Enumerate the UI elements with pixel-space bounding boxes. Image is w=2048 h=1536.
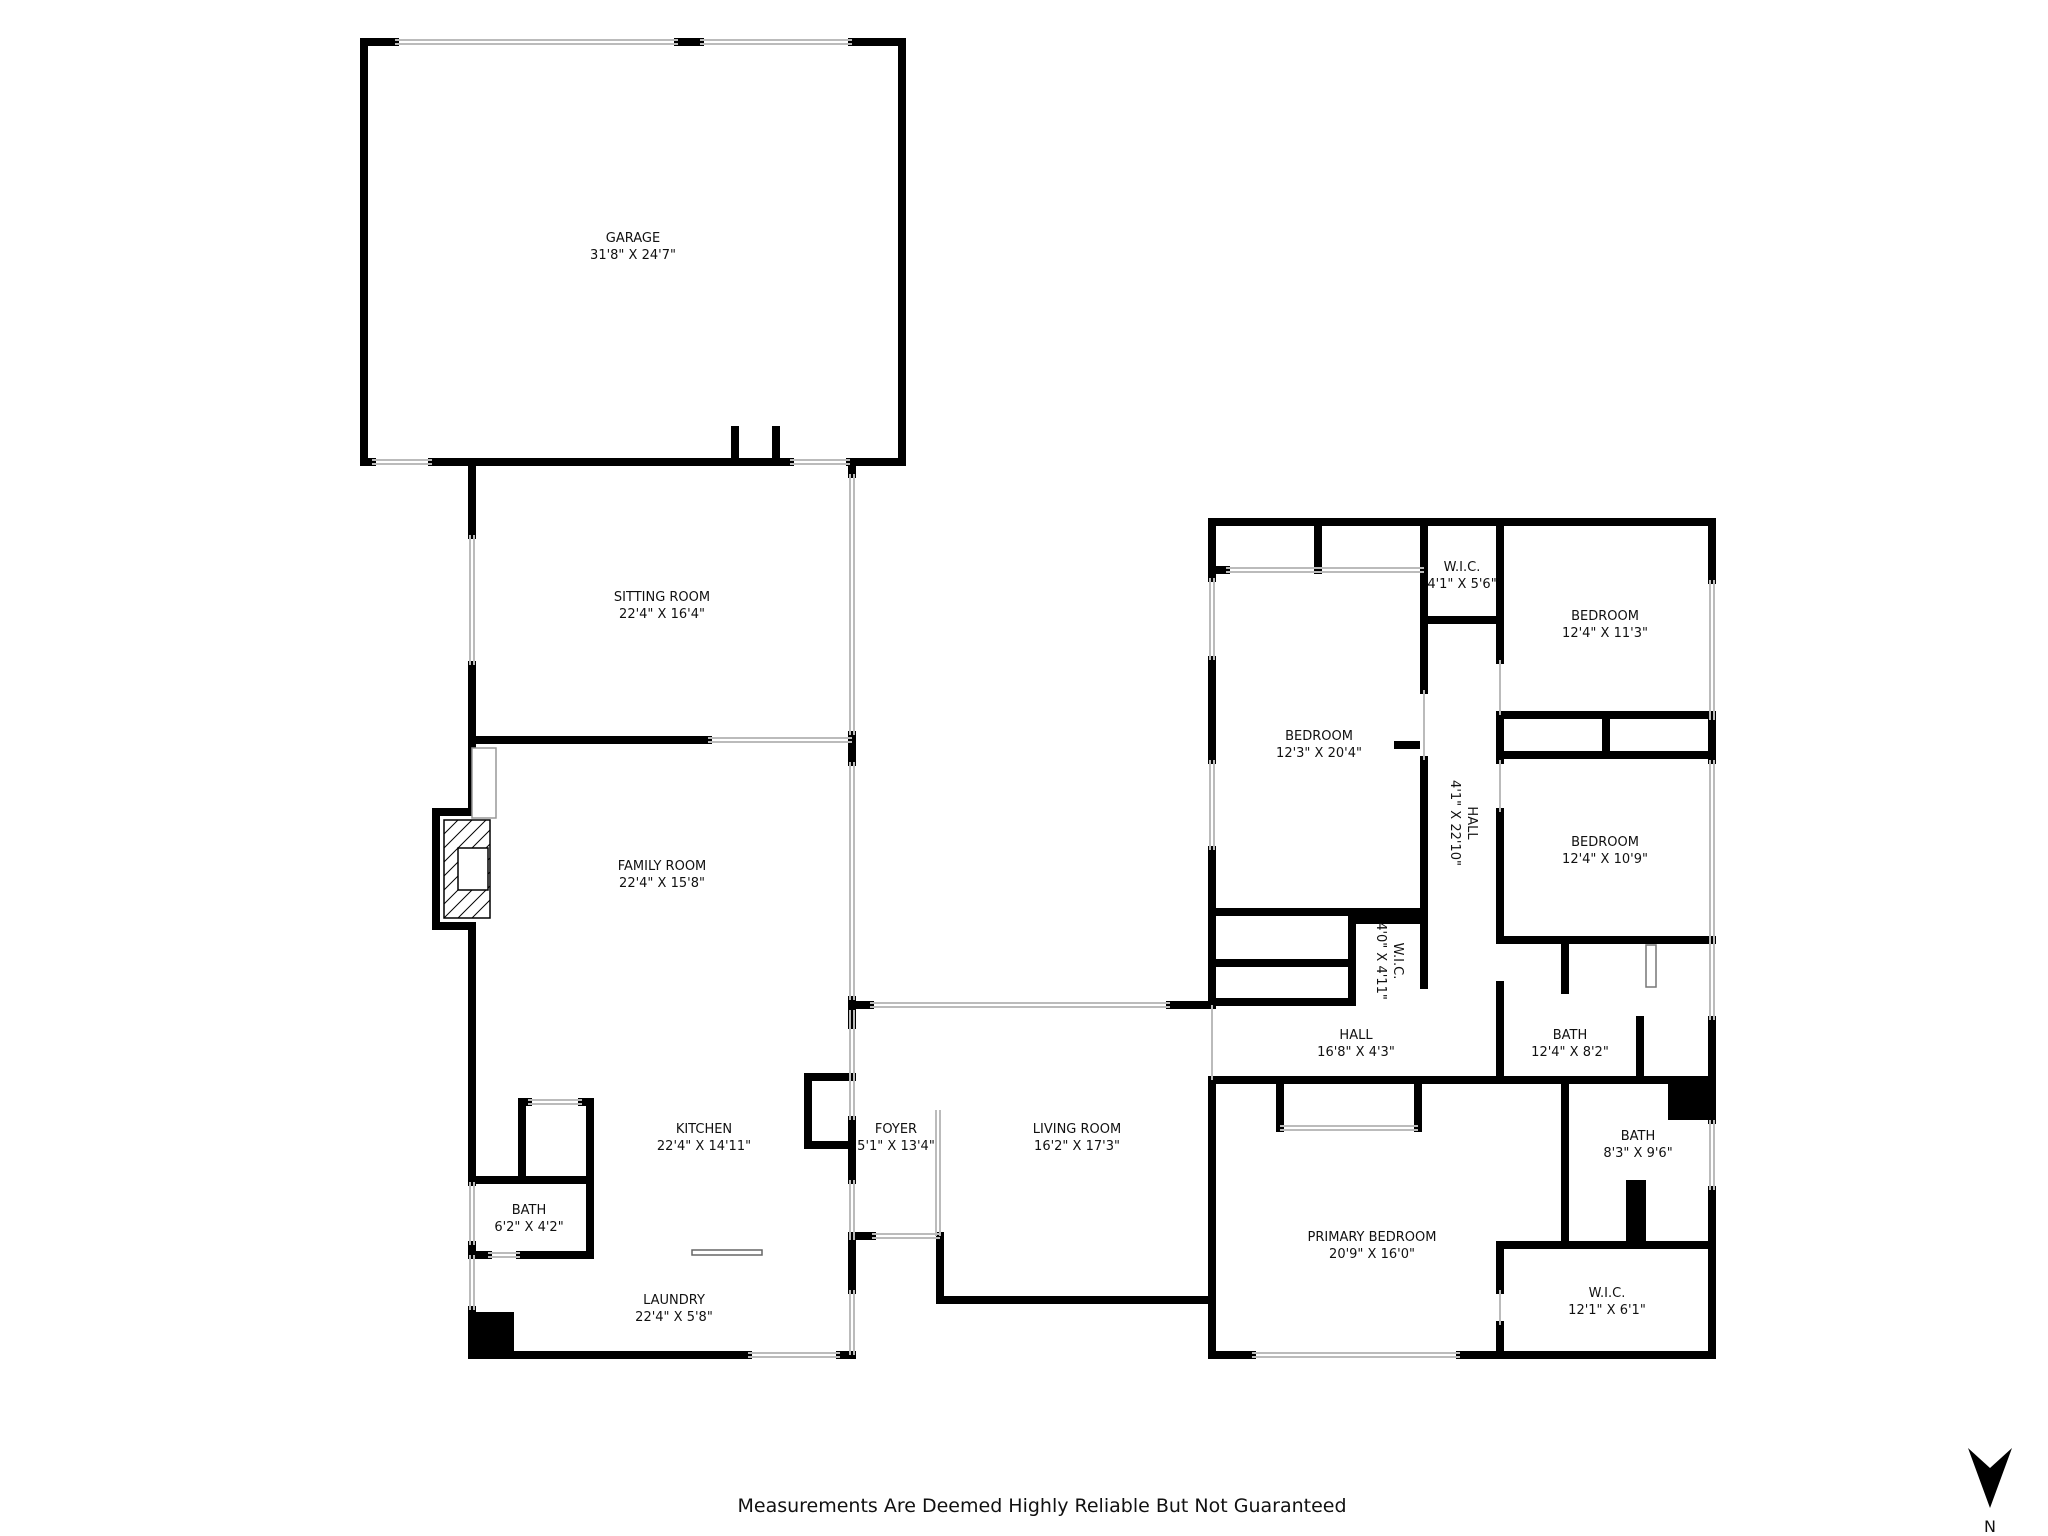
room-name: W.I.C.: [1390, 943, 1405, 980]
room-dims: 22'4" X 14'11": [657, 1139, 751, 1154]
room-dims: 12'4" X 8'2": [1531, 1045, 1609, 1060]
room-name: BEDROOM: [1571, 835, 1639, 850]
right-wing-walls: [1208, 518, 1716, 1359]
room-dims: 31'8" X 24'7": [590, 248, 676, 263]
room-name: BEDROOM: [1285, 729, 1353, 744]
room-dims: 12'1" X 6'1": [1568, 1303, 1646, 1318]
room-name: KITCHEN: [676, 1122, 732, 1137]
windows: [372, 39, 1170, 1358]
right-blocks: [1626, 944, 1712, 1245]
room-dims: 12'4" X 10'9": [1562, 852, 1648, 867]
room-dims: 22'4" X 16'4": [619, 607, 705, 622]
room-name: FAMILY ROOM: [618, 859, 707, 874]
room-name: LAUNDRY: [643, 1293, 705, 1308]
room-dims: 8'3" X 9'6": [1603, 1146, 1672, 1161]
left-wing-walls: [360, 38, 1216, 1359]
room-name: BATH: [1553, 1028, 1588, 1043]
room-dims: 20'9" X 16'0": [1329, 1247, 1415, 1262]
kitchen-counter: [691, 1249, 763, 1256]
room-name: PRIMARY BEDROOM: [1308, 1230, 1437, 1245]
room-dims: 12'4" X 11'3": [1562, 626, 1648, 641]
room-name: HALL: [1339, 1028, 1373, 1043]
room-dims: 22'4" X 15'8": [619, 876, 705, 891]
room-dims: 5'1" X 13'4": [857, 1139, 935, 1154]
room-dims: 6'2" X 4'2": [494, 1220, 563, 1235]
fireplace: [443, 747, 497, 919]
room-dims: 16'2" X 17'3": [1034, 1139, 1120, 1154]
room-dims: 4'1" X 5'6": [1427, 577, 1496, 592]
room-name: BATH: [1621, 1129, 1656, 1144]
room-dims: 4'0" X 4'11": [1373, 922, 1388, 1000]
room-labels: GARAGE 31'8" X 24'7" SITTING ROOM 22'4" …: [494, 231, 1672, 1325]
room-name: GARAGE: [606, 231, 660, 246]
room-name: SITTING ROOM: [614, 590, 710, 605]
room-dims: 12'3" X 20'4": [1276, 746, 1362, 761]
room-name: W.I.C.: [1589, 1286, 1626, 1301]
north-arrow-icon: [1968, 1448, 2012, 1508]
measurement-disclaimer: Measurements Are Deemed Highly Reliable …: [737, 1495, 1346, 1517]
room-dims: 16'8" X 4'3": [1317, 1045, 1395, 1060]
right-windows: [1209, 567, 1715, 1358]
room-dims: 4'1" X 22'10": [1447, 780, 1462, 866]
north-label: N: [1984, 1517, 1996, 1536]
room-name: BATH: [512, 1203, 547, 1218]
room-name: FOYER: [875, 1122, 917, 1137]
room-name: HALL: [1464, 806, 1479, 840]
room-dims: 22'4" X 5'8": [635, 1310, 713, 1325]
room-name: BEDROOM: [1571, 609, 1639, 624]
column-block: [472, 1312, 514, 1358]
room-name: LIVING ROOM: [1033, 1122, 1121, 1137]
room-name: W.I.C.: [1444, 560, 1481, 575]
